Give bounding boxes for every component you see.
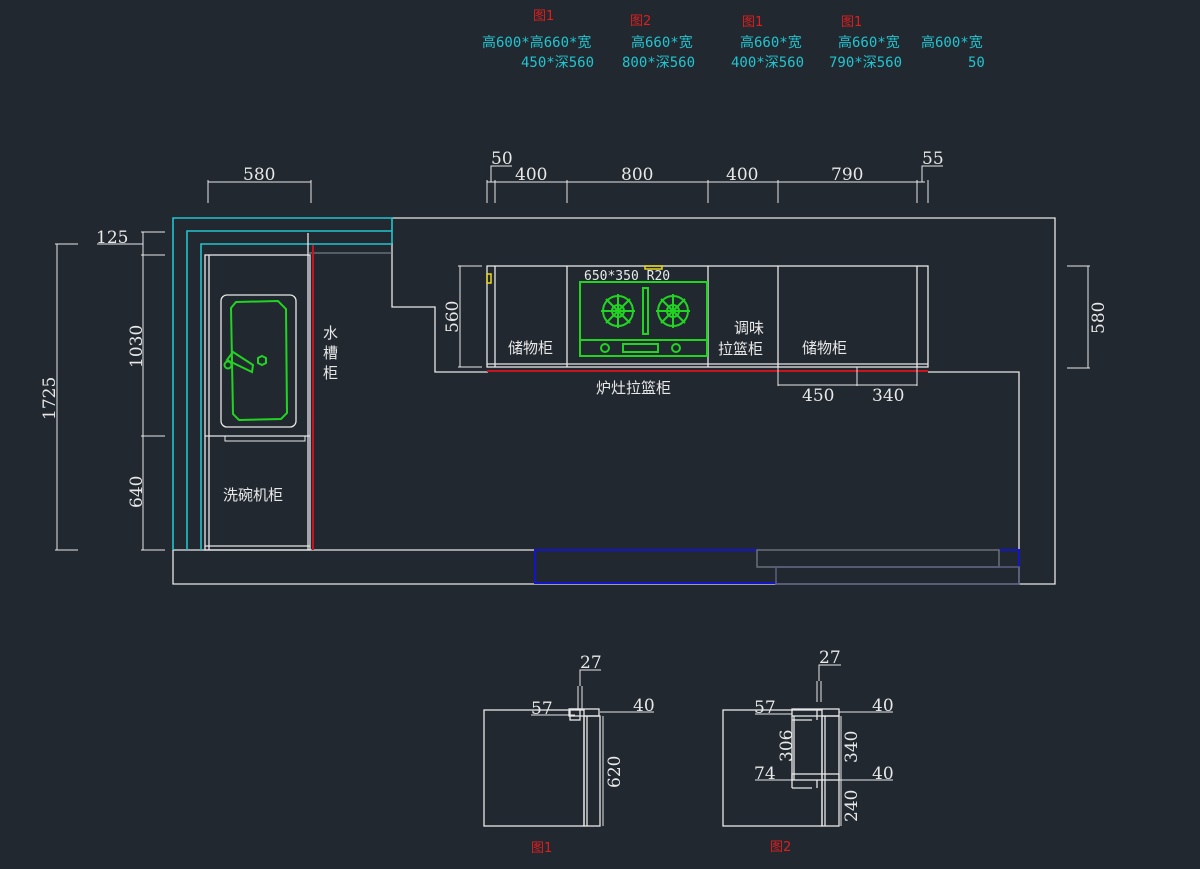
sink-cabinet: 水 槽 柜 洗碗机柜 [204, 233, 392, 551]
sink-bowl-icon [229, 299, 289, 422]
spec-ref-4: 图1 [841, 15, 862, 30]
stove-cabinet-run: 560 650*350 R20 储物柜 调味 拉篮柜 储物柜 炉灶拉篮柜 [443, 265, 929, 406]
fig2-dim-40-top: 40 [872, 696, 894, 716]
dim-560: 560 [443, 301, 463, 333]
sink-cabinet-label-2: 槽 [323, 344, 338, 362]
spec-line1-3: 高660*宽 [740, 34, 802, 51]
dim-800: 800 [621, 165, 653, 185]
gas-stove-icon [579, 281, 708, 357]
fig2-dim-74: 74 [754, 764, 776, 784]
spice-cabinet-label-2: 拉篮柜 [718, 340, 763, 358]
dim-400-b: 400 [726, 165, 758, 185]
fig2-dim-306: 306 [777, 730, 797, 762]
hood-marker-icon [644, 265, 663, 270]
fig2-dim-57: 57 [754, 698, 776, 718]
sink-basin-icon [220, 294, 297, 428]
dim-340: 340 [872, 386, 904, 406]
stove-spec-label: 650*350 R20 [584, 269, 670, 284]
spec-line1-2: 高660*宽 [631, 34, 693, 51]
dim-400-a: 400 [515, 165, 547, 185]
drain-icon [257, 354, 267, 367]
fig2-dim-40-mid: 40 [872, 764, 894, 784]
dim-55-filler: 55 [922, 149, 944, 169]
spec-line2-3: 400*深560 [731, 55, 804, 71]
fig1-dim-57: 57 [531, 699, 553, 719]
spec-ref-1: 图1 [533, 9, 554, 24]
bottom-appliance-area [534, 549, 1020, 585]
filler-marker-icon [486, 273, 492, 284]
top-dimension-line-right: 50 400 800 400 790 55 [486, 149, 944, 203]
spec-line2-2: 800*深560 [622, 55, 695, 71]
fig1-caption: 图1 [531, 841, 552, 856]
dim-1030: 1030 [127, 325, 147, 368]
dim-640: 640 [127, 476, 147, 508]
right-dimension: 580 [1067, 265, 1109, 369]
dim-580-top: 580 [243, 165, 275, 185]
spec-line2-5: 50 [968, 55, 985, 71]
detail-figure-2: 27 57 40 306 340 74 40 240 图2 [722, 648, 894, 855]
fig1-dim-27: 27 [580, 653, 602, 673]
spec-notes: 图1 高600*高660*宽 450*深560 图2 高660*宽 800*深5… [482, 9, 985, 71]
countertop-outline [172, 217, 393, 550]
dim-1725: 1725 [40, 377, 60, 420]
spec-line1-1: 高600*高660*宽 [482, 34, 591, 51]
fig1-dim-40: 40 [633, 696, 655, 716]
spec-ref-2: 图2 [630, 14, 651, 29]
spec-line1-5: 高600*宽 [921, 34, 983, 51]
dim-450: 450 [802, 386, 834, 406]
fig2-dim-27: 27 [819, 648, 841, 668]
dim-790: 790 [831, 165, 863, 185]
sink-cabinet-label-3: 柜 [323, 364, 338, 382]
fig1-dim-620: 620 [605, 756, 625, 788]
fig2-dim-340: 340 [842, 731, 862, 763]
sink-cabinet-label-1: 水 [323, 324, 338, 342]
spec-line2-1: 450*深560 [521, 55, 594, 71]
left-dimensions: 1725 125 1030 640 [40, 228, 165, 551]
detail-figure-1: 27 57 40 620 图1 [483, 653, 655, 856]
spec-line2-4: 790*深560 [829, 55, 902, 71]
spec-ref-3: 图1 [742, 15, 763, 30]
top-dimension-line-left: 580 [207, 165, 312, 203]
faucet-icon [225, 350, 255, 374]
dim-125: 125 [96, 228, 128, 248]
storage-cabinet-left-label: 储物柜 [508, 339, 553, 357]
spice-cabinet-label-1: 调味 [734, 319, 764, 337]
stove-basket-cabinet-label: 炉灶拉篮柜 [596, 379, 671, 397]
dim-50-filler: 50 [491, 149, 513, 169]
storage-cabinet-right-label: 储物柜 [802, 339, 847, 357]
fig2-caption: 图2 [770, 840, 791, 855]
fig2-dim-240: 240 [842, 790, 862, 822]
dim-580-right: 580 [1089, 302, 1109, 334]
dishwasher-cabinet-label: 洗碗机柜 [223, 486, 283, 504]
spec-line1-4: 高660*宽 [838, 34, 900, 51]
